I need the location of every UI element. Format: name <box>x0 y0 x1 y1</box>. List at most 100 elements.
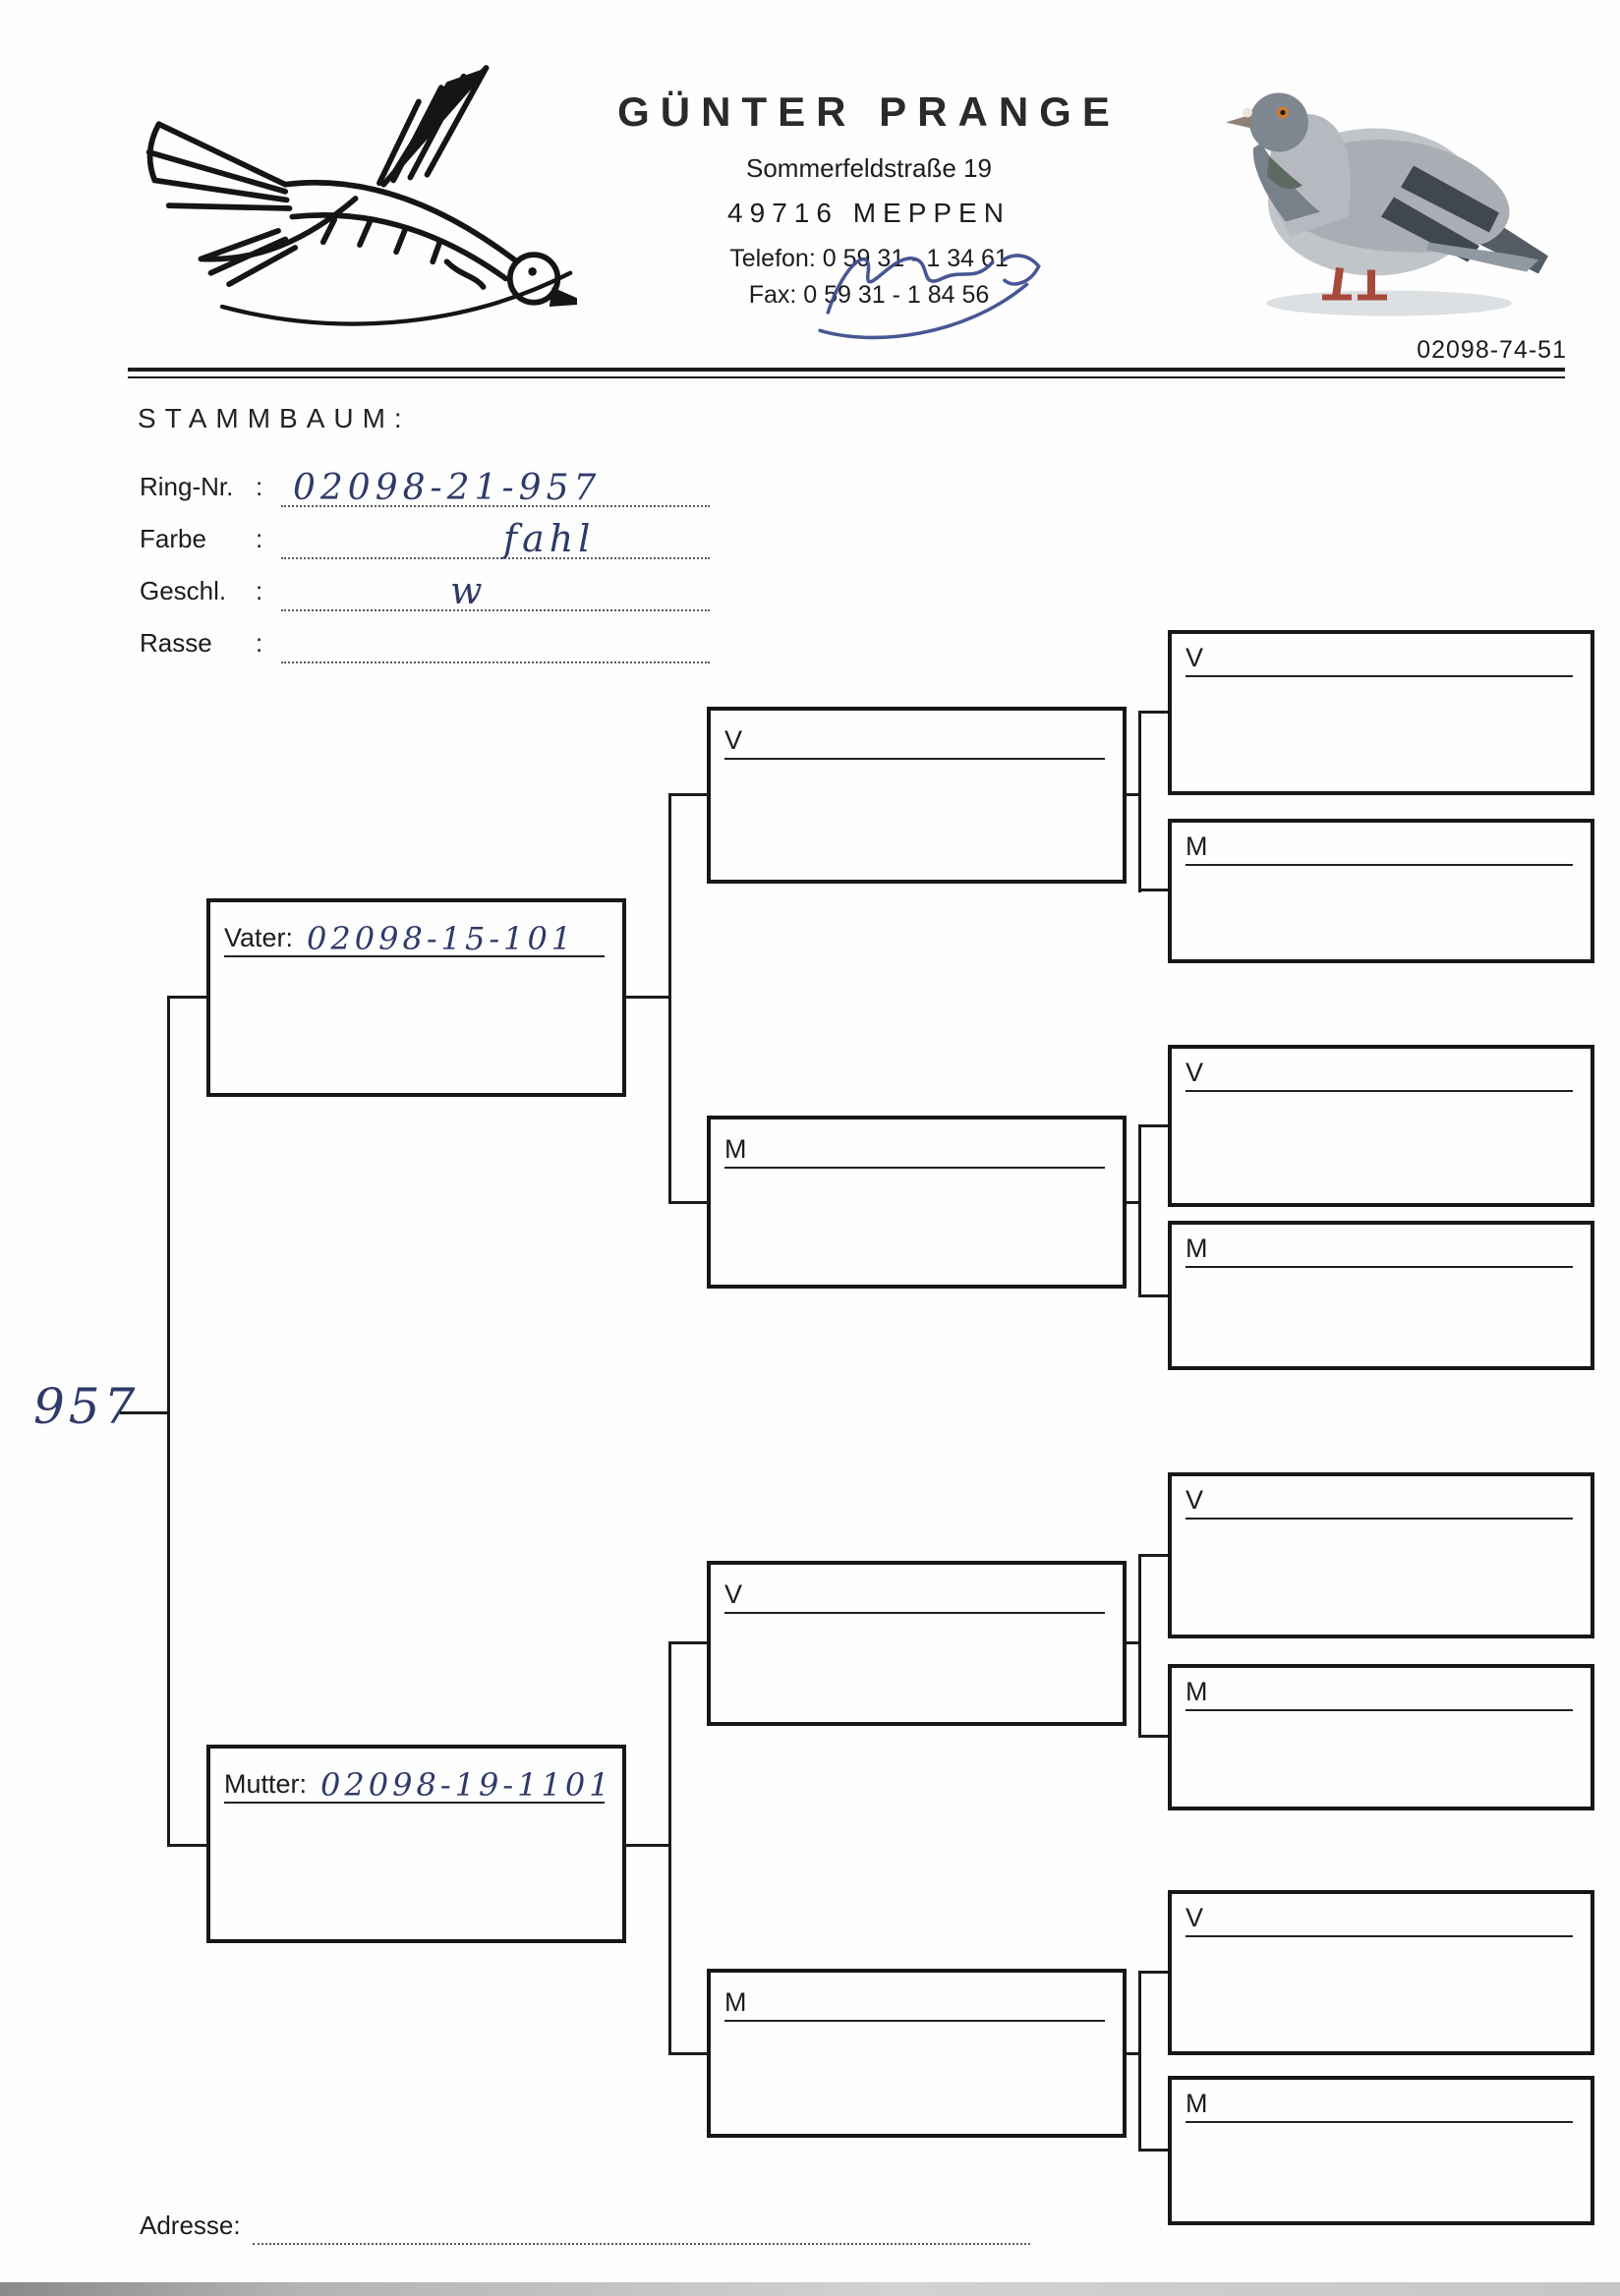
field-rasse-label: Rasse <box>140 628 212 658</box>
connector-line <box>1138 1735 1170 1738</box>
mother-name-row: Mutter: 02098-19-1101 <box>224 1752 609 1804</box>
connector-line <box>1138 889 1170 891</box>
connector-line <box>1125 793 1141 796</box>
connector-line <box>668 793 671 1204</box>
connector-line <box>1138 1554 1141 1738</box>
field-farbe-colon: : <box>256 524 263 553</box>
pedigree-box-mf: V <box>707 1561 1127 1726</box>
connector-line <box>1138 711 1170 714</box>
mfm-sex-label: M <box>1186 1677 1208 1707</box>
field-geschl-colon: : <box>256 576 263 605</box>
connector-line <box>1138 711 1141 892</box>
fmm-name-row: M <box>1186 1229 1573 1268</box>
ffm-name-row: M <box>1186 827 1573 866</box>
fmm-sex-label: M <box>1186 1234 1208 1264</box>
mm-sex-label: M <box>724 1987 747 2018</box>
connector-line <box>1138 1124 1170 1127</box>
pedigree-box-fmf: V <box>1168 1045 1594 1207</box>
fmf-name-row: V <box>1186 1053 1573 1092</box>
ff-name-row: V <box>724 715 1105 760</box>
mf-sex-label: V <box>724 1579 743 1610</box>
adresse-line <box>252 2202 1030 2245</box>
connector-line <box>120 1411 169 1414</box>
field-farbe-label: Farbe <box>140 524 206 553</box>
field-rasse-line <box>281 618 710 663</box>
fmf-sex-label: V <box>1186 1058 1204 1088</box>
field-ring-nr: Ring-Nr. : 02098-21-957 <box>140 462 710 508</box>
pedigree-box-mfm: M <box>1168 1664 1594 1810</box>
pedigree-box-ff: V <box>707 707 1127 884</box>
mfm-name-row: M <box>1186 1672 1573 1711</box>
breeder-fax: Fax: 0 59 31 - 1 84 56 <box>748 281 990 309</box>
mff-sex-label: V <box>1186 1485 1204 1516</box>
father-label: Vater: <box>224 923 294 953</box>
connector-line <box>668 1641 671 2055</box>
fm-name-row: M <box>724 1123 1105 1169</box>
connector-line <box>1138 1124 1141 1297</box>
pedigree-box-mmm: M <box>1168 2076 1594 2225</box>
field-geschl-label: Geschl. <box>140 576 227 605</box>
connector-line <box>624 996 670 999</box>
mmm-name-row: M <box>1186 2084 1573 2123</box>
father-ring-value: 02098-15-101 <box>307 920 576 957</box>
ff-sex-label: V <box>724 725 743 756</box>
field-ring-nr-line: 02098-21-957 <box>281 462 710 508</box>
connector-line <box>624 1844 670 1847</box>
connector-line <box>1125 1201 1141 1204</box>
root-ring-number: 957 <box>33 1378 140 1435</box>
fff-name-row: V <box>1186 638 1573 677</box>
connector-line <box>1138 1971 1170 1974</box>
pedigree-box-mm: M <box>707 1969 1127 2138</box>
field-ring-nr-label: Ring-Nr. <box>140 472 234 501</box>
pedigree-box-fmm: M <box>1168 1221 1594 1370</box>
field-farbe: Farbe : fahl <box>140 514 710 560</box>
connector-line <box>1125 2052 1141 2055</box>
adresse-label: Adresse: <box>140 2210 241 2240</box>
fm-sex-label: M <box>724 1134 747 1165</box>
scan-edge-artifact <box>0 2282 1620 2296</box>
page-title: STAMMBAUM: <box>138 403 411 433</box>
mother-ring-value: 02098-19-1101 <box>320 1766 613 1804</box>
breeder-name: GÜNTER PRANGE <box>617 88 1121 135</box>
connector-line <box>1138 1294 1170 1297</box>
breeder-street: Sommerfeldstraße 19 <box>746 153 992 183</box>
father-name-row: Vater: 02098-15-101 <box>224 906 605 957</box>
mmf-sex-label: V <box>1186 1903 1204 1933</box>
fff-sex-label: V <box>1186 643 1204 673</box>
flying-pigeon-logo-icon <box>145 65 577 326</box>
divider-thick <box>128 368 1565 372</box>
connector-line <box>167 996 208 999</box>
mmf-name-row: V <box>1186 1898 1573 1937</box>
adresse-field: Adresse: <box>140 2202 1030 2245</box>
field-geschl-value: w <box>450 569 488 612</box>
pedigree-box-ffm: M <box>1168 819 1594 963</box>
field-ring-nr-value: 02098-21-957 <box>293 468 602 508</box>
pedigree-box-mmf: V <box>1168 1890 1594 2055</box>
mf-name-row: V <box>724 1569 1105 1614</box>
pedigree-box-mother: Mutter: 02098-19-1101 <box>206 1745 626 1943</box>
photo-ring-number: 02098-74-51 <box>1417 336 1567 364</box>
breeder-city: 49716 MEPPEN <box>727 198 1011 228</box>
connector-line <box>167 1844 208 1847</box>
mm-name-row: M <box>724 1977 1105 2022</box>
connector-line <box>1138 1971 1141 2152</box>
field-geschl-line: w <box>281 566 710 612</box>
pedigree-box-fm: M <box>707 1116 1127 1289</box>
divider-thin <box>128 376 1565 378</box>
connector-line <box>167 996 170 1847</box>
connector-line <box>1138 1554 1170 1557</box>
pedigree-box-fff: V <box>1168 630 1594 795</box>
connector-line <box>1138 2149 1170 2152</box>
connector-line <box>668 2052 709 2055</box>
connector-line <box>668 1201 709 1204</box>
mother-label: Mutter: <box>224 1769 308 1800</box>
connector-line <box>1125 1641 1141 1644</box>
pigeon-photo <box>1226 92 1548 316</box>
pedigree-box-mff: V <box>1168 1472 1594 1638</box>
connector-line <box>668 1641 709 1644</box>
mmm-sex-label: M <box>1186 2089 1208 2119</box>
field-ring-nr-colon: : <box>256 472 263 501</box>
field-geschl: Geschl. : w <box>140 566 710 612</box>
signature-scribble <box>818 254 1041 340</box>
